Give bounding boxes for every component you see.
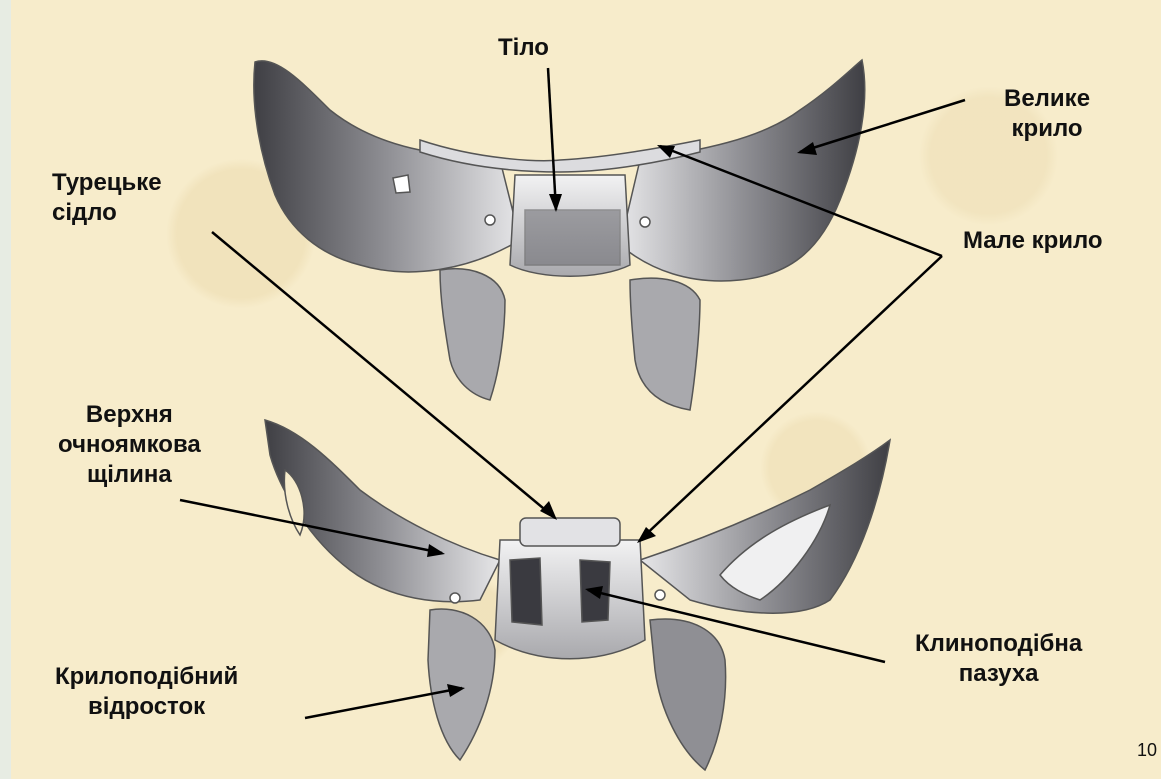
upper-bone-view	[254, 60, 865, 410]
arrow-head-lesser-wing-lower	[637, 527, 656, 543]
upper-right-pterygoid	[630, 278, 700, 410]
upper-foramen-right	[640, 217, 650, 227]
label-greater-wing: Велике крило	[1004, 84, 1090, 144]
label-superior-orbital-fissure: Верхня очноямкова щілина	[58, 400, 201, 490]
upper-right-wing	[620, 60, 865, 281]
lower-left-pterygoid	[428, 609, 495, 760]
label-lesser-wing: Мале крило	[963, 226, 1103, 256]
lower-bone-view	[265, 420, 890, 770]
lower-sella-top	[520, 518, 620, 546]
page-number: 10	[1137, 735, 1157, 765]
lower-right-pterygoid	[650, 619, 726, 770]
upper-left-hole	[393, 175, 410, 193]
lower-foramen-left	[450, 593, 460, 603]
label-sella-turcica: Турецьке сідло	[52, 168, 162, 228]
label-pterygoid-process: Крилоподібний відросток	[55, 662, 238, 722]
upper-body-cells	[525, 210, 620, 265]
leader-sella-turcica	[212, 232, 555, 518]
arrow-head-sella-turcica	[540, 501, 557, 520]
lower-foramen-right	[655, 590, 665, 600]
upper-foramen-left	[485, 215, 495, 225]
label-body: Тіло	[498, 33, 549, 63]
upper-left-pterygoid	[440, 269, 505, 400]
label-sphenoid-sinus: Клиноподібна пазуха	[915, 629, 1082, 689]
lower-sinus-left	[510, 558, 542, 625]
